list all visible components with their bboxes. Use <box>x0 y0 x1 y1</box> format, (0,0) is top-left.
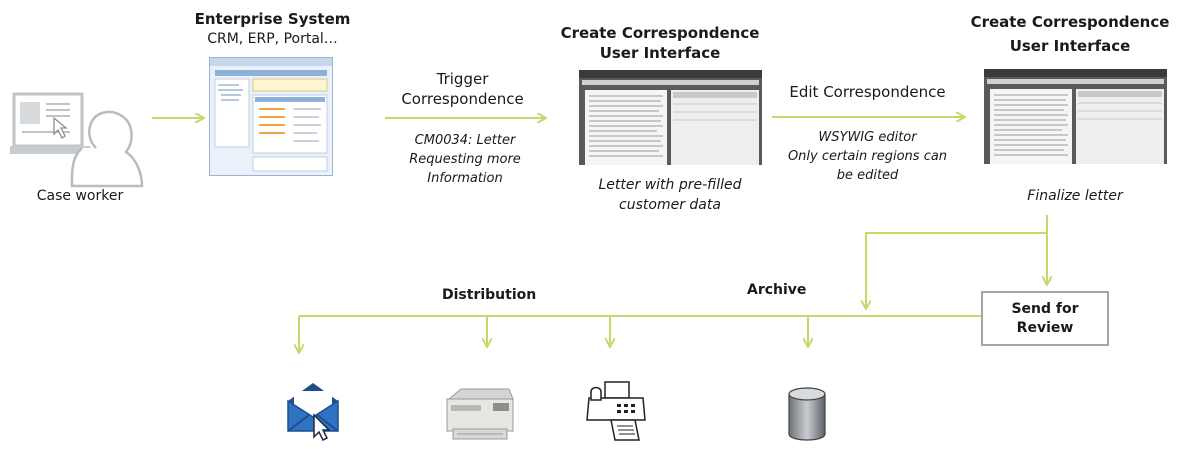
send-for-review-box: Send for Review <box>981 291 1109 346</box>
create-ui-2-title-line2: User Interface <box>1009 37 1131 55</box>
fax-icon <box>586 381 646 441</box>
edit-title: Edit Correspondence <box>789 83 946 101</box>
create-ui-2-title-line1: Create Correspondence <box>970 13 1170 31</box>
archive-label: Archive <box>747 282 807 298</box>
trigger-note-line1: CM0034: Letter <box>414 133 516 148</box>
trigger-note-line2: Requesting more <box>409 152 521 167</box>
create-ui-2-caption: Finalize letter <box>1027 188 1123 204</box>
send-review-line2: Review <box>1016 319 1074 336</box>
create-ui-1-caption-line1: Letter with pre-filled <box>598 177 742 193</box>
trigger-note-line3: Information <box>427 171 503 186</box>
enterprise-system-title: Enterprise System <box>194 10 351 28</box>
edit-note-line3: be edited <box>836 168 899 183</box>
create-ui-2-screenshot <box>984 69 1167 164</box>
create-ui-1-title-line1: Create Correspondence <box>560 24 760 42</box>
edit-note-line1: WSYWIG editor <box>818 130 917 145</box>
create-ui-1-screenshot <box>579 70 762 165</box>
enterprise-system-subtitle: CRM, ERP, Portal… <box>207 31 338 47</box>
edit-note-line2: Only certain regions can <box>787 149 948 164</box>
create-ui-1-title-line2: User Interface <box>599 44 721 62</box>
send-review-line1: Send for <box>1011 300 1079 317</box>
trigger-title-line1: Trigger <box>436 70 489 88</box>
database-icon <box>788 387 826 441</box>
finalize-connector-left <box>866 232 1047 308</box>
email-icon <box>287 383 339 441</box>
case-worker-computer-icon <box>10 92 144 188</box>
enterprise-screenshot-icon <box>209 57 333 176</box>
distribution-label: Distribution <box>442 287 537 303</box>
trigger-title-line2: Correspondence <box>401 90 524 108</box>
create-ui-1-caption-line2: customer data <box>619 197 721 213</box>
case-worker-label: Case worker <box>36 188 124 204</box>
printer-icon <box>446 388 514 440</box>
